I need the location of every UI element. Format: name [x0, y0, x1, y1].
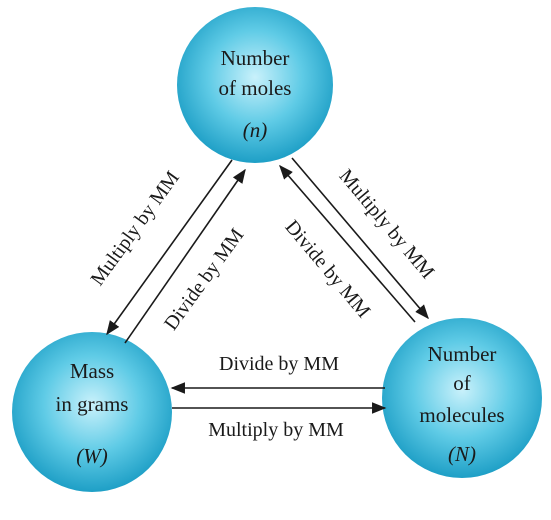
node-number-of-molecules: Number of molecules (N) — [382, 318, 542, 478]
molecules-label-line1: Number — [428, 342, 497, 366]
molecules-label-line3: molecules — [419, 403, 504, 427]
arrow-moles-to-molecules — [291, 157, 429, 320]
moles-circle — [177, 7, 333, 163]
arrow-moles-to-mass — [106, 159, 233, 336]
molecules-label-line2: of — [453, 371, 471, 395]
node-mass-in-grams: Mass in grams (W) — [12, 332, 172, 492]
label-molecules-to-mass: Divide by MM — [219, 353, 339, 375]
mass-label-line2: in grams — [56, 392, 129, 416]
moles-label-line2: of moles — [219, 76, 292, 100]
arrow-mass-to-moles — [124, 168, 246, 344]
moles-symbol: (n) — [243, 118, 268, 142]
mass-label-line1: Mass — [70, 359, 114, 383]
molecules-symbol: (N) — [448, 442, 476, 466]
arrow-molecules-to-moles — [279, 164, 416, 323]
label-moles-to-mass: Multiply by MM — [86, 167, 184, 290]
node-number-of-moles: Number of moles (n) — [177, 7, 333, 163]
label-molecules-to-moles: Divide by MM — [281, 216, 375, 322]
label-mass-to-molecules: Multiply by MM — [208, 419, 344, 441]
mass-circle — [12, 332, 172, 492]
moles-label-line1: Number — [221, 46, 290, 70]
molecules-circle — [382, 318, 542, 478]
mass-symbol: (W) — [76, 444, 107, 468]
label-moles-to-molecules: Multiply by MM — [335, 165, 439, 283]
